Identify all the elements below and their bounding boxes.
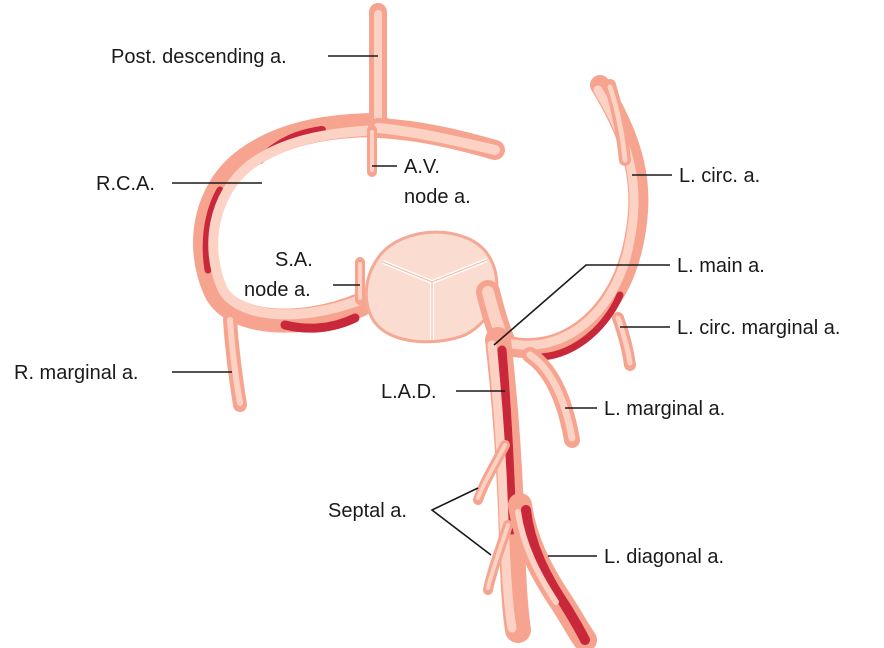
label-rca: R.C.A.: [96, 173, 155, 195]
left-anterior-descending-artery: [492, 340, 518, 630]
left-circ-marginal-artery: [618, 318, 630, 365]
label-l-marginal: L. marginal a.: [604, 398, 725, 420]
label-l-circ: L. circ. a.: [679, 165, 760, 187]
rca-continuation: [378, 128, 495, 150]
label-l-circ-marginal: L. circ. marginal a.: [677, 317, 840, 339]
label-r-marginal: R. marginal a.: [14, 362, 139, 384]
left-marginal-artery: [530, 355, 572, 440]
label-post-descending: Post. descending a.: [111, 46, 287, 68]
label-septal: Septal a.: [328, 500, 407, 522]
label-sa-node-line2: node a.: [244, 279, 311, 301]
label-lad: L.A.D.: [381, 381, 437, 403]
label-l-main: L. main a.: [677, 255, 765, 277]
label-av-node-line2: node a.: [404, 186, 471, 208]
label-av-node-line1: A.V.: [404, 156, 440, 178]
right-marginal-artery: [230, 320, 240, 405]
label-l-diagonal: L. diagonal a.: [604, 546, 724, 568]
label-sa-node-line1: S.A.: [275, 249, 313, 271]
